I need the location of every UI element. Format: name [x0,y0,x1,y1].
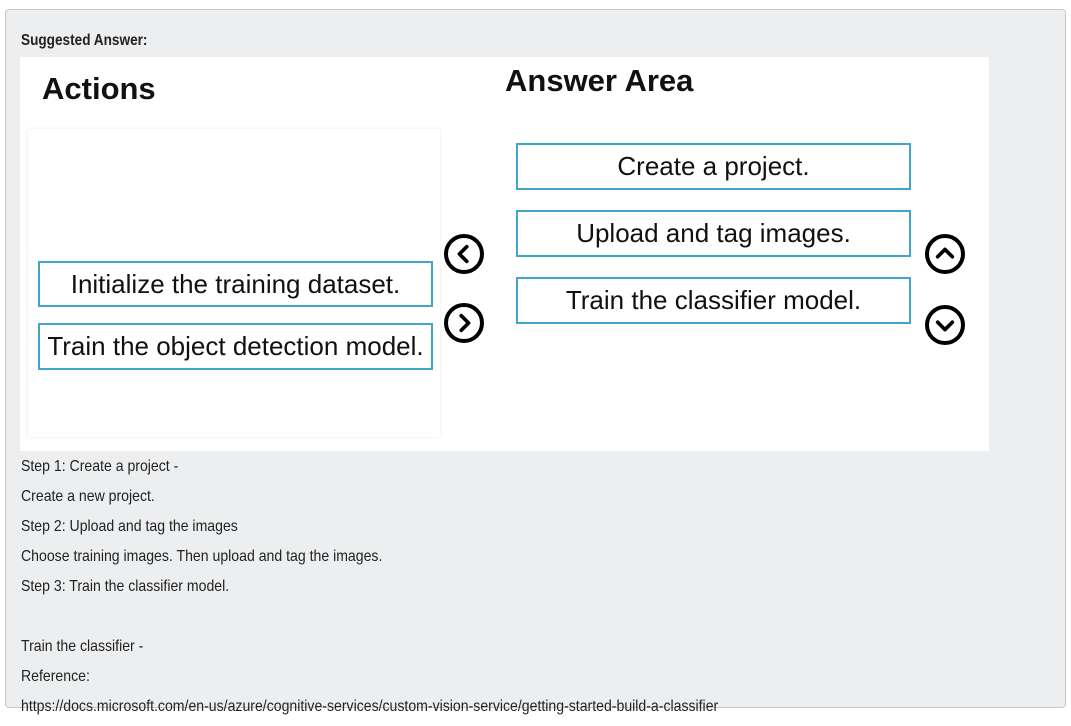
action-item-initialize-dataset[interactable]: Initialize the training dataset. [38,261,433,307]
reference-link[interactable]: https://docs.microsoft.com/en-us/azure/c… [21,698,719,715]
explanation-line: Create a new project. [21,488,155,505]
answer-item-upload-tag-images[interactable]: Upload and tag images. [516,210,911,257]
answer-card: Suggested Answer: Actions Answer Area In… [5,9,1066,715]
actions-title: Actions [42,71,156,106]
chevron-down-icon [935,320,955,332]
move-left-button[interactable] [444,234,484,274]
explanation-line: Step 1: Create a project - [21,458,179,475]
action-item-train-object-detection[interactable]: Train the object detection model. [38,323,433,370]
answer-area-title: Answer Area [505,63,694,98]
chevron-left-icon [457,244,469,264]
chevron-right-icon [459,313,471,333]
move-right-button[interactable] [444,303,484,343]
explanation-blank-line [21,606,718,636]
suggested-answer-heading: Suggested Answer: [21,32,148,49]
explanation-line: Step 3: Train the classifier model. [21,578,230,595]
explanation-line: Train the classifier - [21,638,144,655]
move-up-button[interactable] [925,234,965,274]
answer-item-train-classifier[interactable]: Train the classifier model. [516,277,911,324]
drag-drop-panel: Actions Answer Area Initialize the train… [20,57,989,451]
move-down-button[interactable] [925,305,965,345]
chevron-up-icon [935,247,955,259]
explanation-line: Choose training images. Then upload and … [21,548,383,565]
explanation-line: Reference: [21,668,90,685]
explanation-line: Step 2: Upload and tag the images [21,518,238,535]
explanation-text: Step 1: Create a project - Create a new … [21,456,813,726]
answer-item-create-project[interactable]: Create a project. [516,143,911,190]
